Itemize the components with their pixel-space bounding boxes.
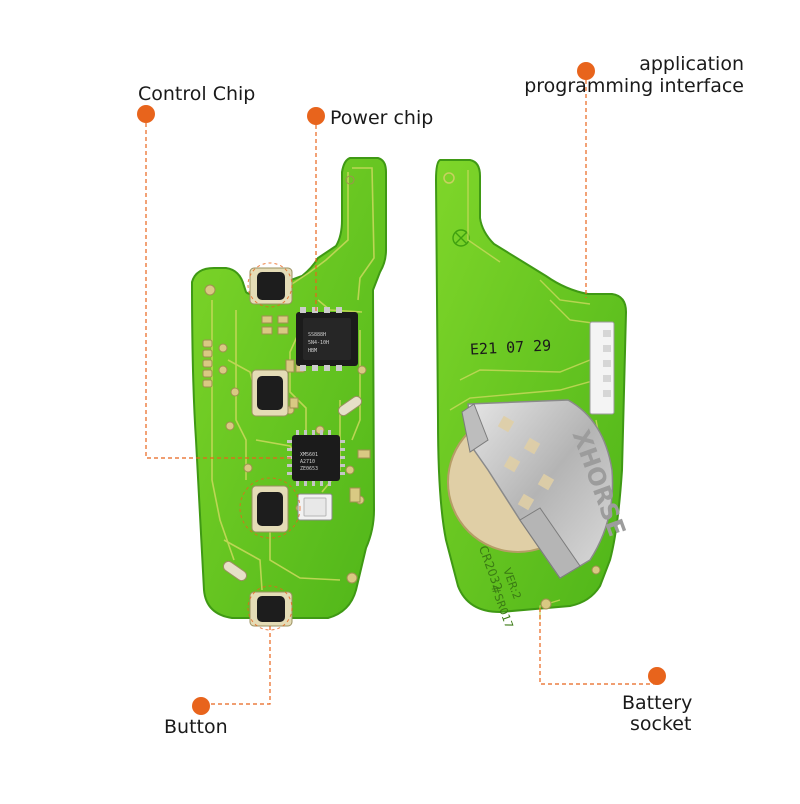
svg-text:XM5601: XM5601: [300, 452, 318, 458]
left-board-vias: [202, 175, 371, 584]
svg-text:5N4-10H: 5N4-10H: [308, 340, 329, 346]
button-middle: [251, 369, 289, 417]
programming-connector: [589, 321, 615, 415]
label-control-chip: Control Chip: [138, 83, 256, 105]
left-board-outline: [190, 157, 387, 619]
power-chip: SS888H 5N4-10H HBM: [296, 307, 358, 371]
label-api-line2: programming interface: [524, 75, 744, 97]
right-board-back: E21 07 29: [434, 159, 631, 630]
callout-dot-battery-socket: [648, 667, 666, 685]
callout-line-control-chip: [145, 116, 292, 459]
callout-dot-api: [577, 62, 595, 80]
label-battery-line2: socket: [630, 713, 692, 735]
button-top: [249, 267, 293, 305]
callout-line-button: [202, 626, 271, 705]
left-board-front: SS888H 5N4-10H HBM XM5601 A2710 ZE0653: [190, 157, 387, 627]
button-bottom: [249, 591, 293, 627]
label-api-line1: application: [639, 53, 744, 75]
svg-text:ZE0653: ZE0653: [300, 466, 318, 472]
label-battery-line1: Battery: [622, 692, 693, 714]
battery-holder: XHORSE: [447, 399, 631, 580]
callout-dot-button: [192, 697, 210, 715]
svg-text:HBM: HBM: [308, 348, 317, 354]
callout-lines: [145, 80, 656, 705]
svg-text:A2710: A2710: [300, 459, 315, 465]
label-power-chip: Power chip: [330, 107, 434, 129]
callout-dot-power-chip: [307, 107, 325, 125]
label-button: Button: [164, 716, 228, 738]
control-chip: XM5601 A2710 ZE0653: [287, 430, 345, 486]
callout-line-battery-socket: [539, 608, 656, 685]
crystal-oscillator: [297, 493, 333, 521]
board-date-code: E21 07 29: [470, 336, 552, 358]
callout-dot-control-chip: [137, 105, 155, 123]
highlight-circles: [239, 262, 301, 631]
button-lower: [251, 485, 289, 533]
brand-logo-icon: [452, 229, 470, 247]
svg-text:SS888H: SS888H: [308, 332, 326, 338]
